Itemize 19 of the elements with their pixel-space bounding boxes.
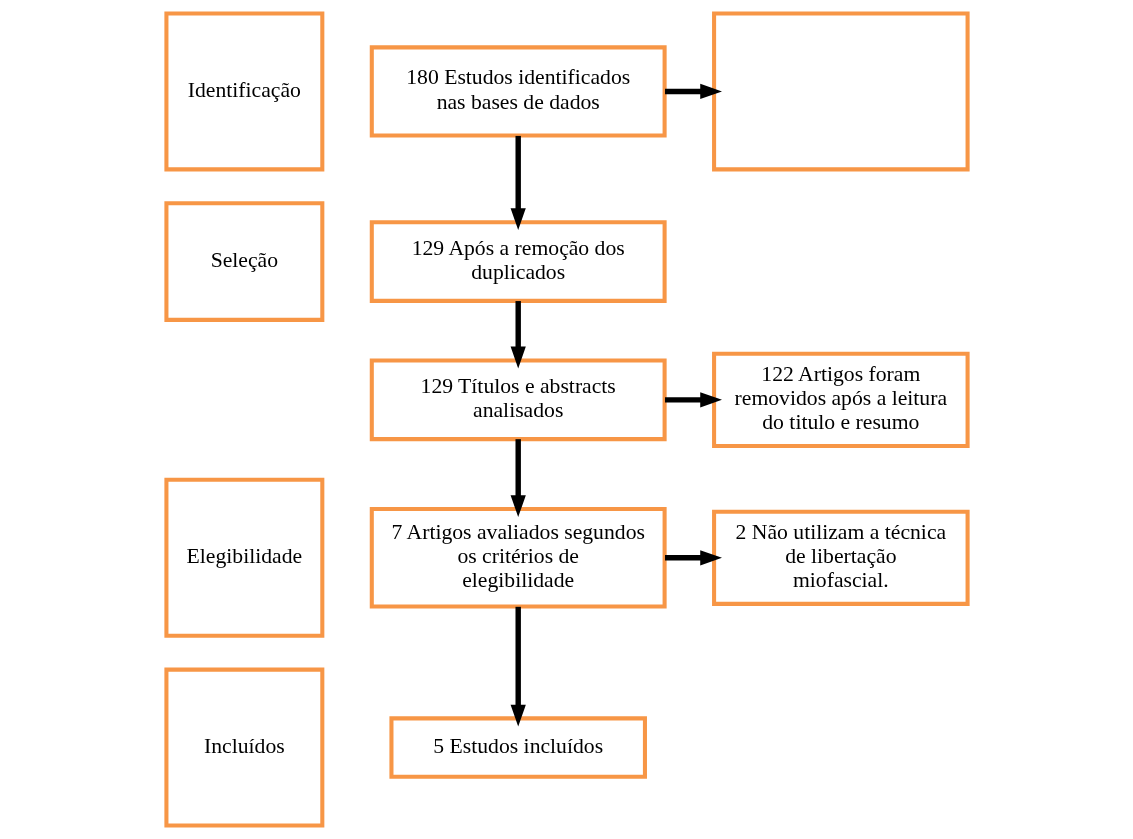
arrow	[510, 135, 526, 230]
arrow	[510, 439, 526, 518]
node-box: 122 Artigos foram removidos após a leitura do titulo e resumo	[711, 351, 970, 448]
node-box: Seleção	[163, 201, 324, 322]
arrow	[664, 392, 722, 408]
node-box: 5 Estudos incluídos	[388, 716, 647, 779]
node-box: Identificação	[163, 11, 324, 172]
node-box: 7 Artigos avaliados segundos os critérios de elegibilidade	[369, 506, 667, 609]
node-box: 129 Títulos e abstracts analisados	[369, 358, 667, 442]
node-box: Incluídos	[163, 667, 324, 828]
arrow	[664, 83, 722, 100]
node-box: 2 Não utilizam a técnica de libertação miofascial.	[711, 509, 970, 606]
arrow	[510, 606, 526, 727]
arrow	[510, 301, 526, 369]
node-box	[711, 11, 970, 172]
node-box: 129 Após a remoção dos duplicados	[369, 220, 667, 303]
node-box: Elegibilidade	[163, 477, 324, 638]
node-box: 180 Estudos identificados nas bases de dados	[369, 45, 667, 138]
arrow	[664, 550, 722, 566]
